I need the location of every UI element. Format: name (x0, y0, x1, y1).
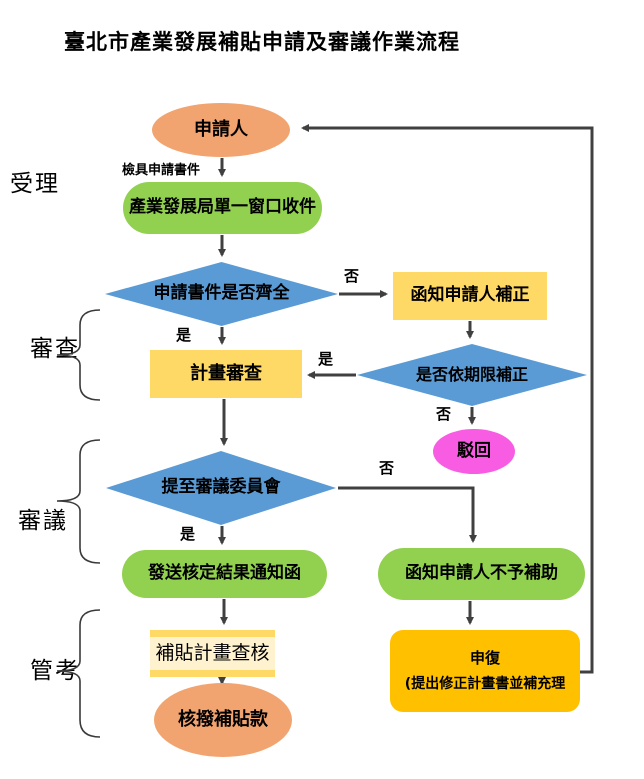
applicant-node: 申請人 (152, 103, 290, 157)
plan-review-node: 計畫審查 (150, 350, 302, 398)
appeal-detail: (提出修正計畫書並補充理 (404, 675, 566, 692)
edge-label-no-doc-check: 否 (344, 267, 360, 285)
page-title: 臺北市產業發展補貼申請及審議作業流程 (64, 30, 460, 54)
deadline-check-diamond: 是否依期限補正 (357, 344, 587, 406)
stage-label-monitor: 管考 (30, 658, 80, 684)
no-subsidy-node: 函知申請人不予補助 (378, 548, 585, 600)
committee-diamond: 提至審議委員會 (106, 451, 336, 525)
stage-label-review: 審查 (30, 336, 80, 362)
notify-correction-node: 函知申請人補正 (393, 272, 547, 320)
edge-label-no-committee: 否 (379, 459, 395, 477)
reject-node: 駁回 (433, 429, 515, 474)
arrow-committee-no (338, 486, 477, 543)
edge-label-no-deadline-check: 否 (436, 405, 452, 423)
audit-node: 補貼計畫查核 (150, 630, 275, 677)
edge-label-yes-doc-check: 是 (176, 326, 192, 344)
edge-label-yes-deadline-check: 是 (318, 350, 334, 368)
disburse-node: 核撥補貼款 (154, 683, 292, 757)
attach-docs-label: 檢具申請書件 (122, 163, 201, 178)
approval-notice-node: 發送核定結果通知函 (122, 550, 327, 598)
stage-label-accept: 受理 (10, 171, 60, 197)
stage-label-deliberate: 審議 (18, 508, 68, 534)
appeal-title: 申復 (469, 648, 500, 667)
doc-check-diamond: 申請書件是否齊全 (105, 262, 338, 326)
intake-node: 產業發展局單一窗口收件 (123, 182, 322, 234)
edge-label-yes-committee: 是 (180, 525, 196, 543)
appeal-node: 申復 (提出修正計畫書並補充理 (390, 630, 580, 712)
